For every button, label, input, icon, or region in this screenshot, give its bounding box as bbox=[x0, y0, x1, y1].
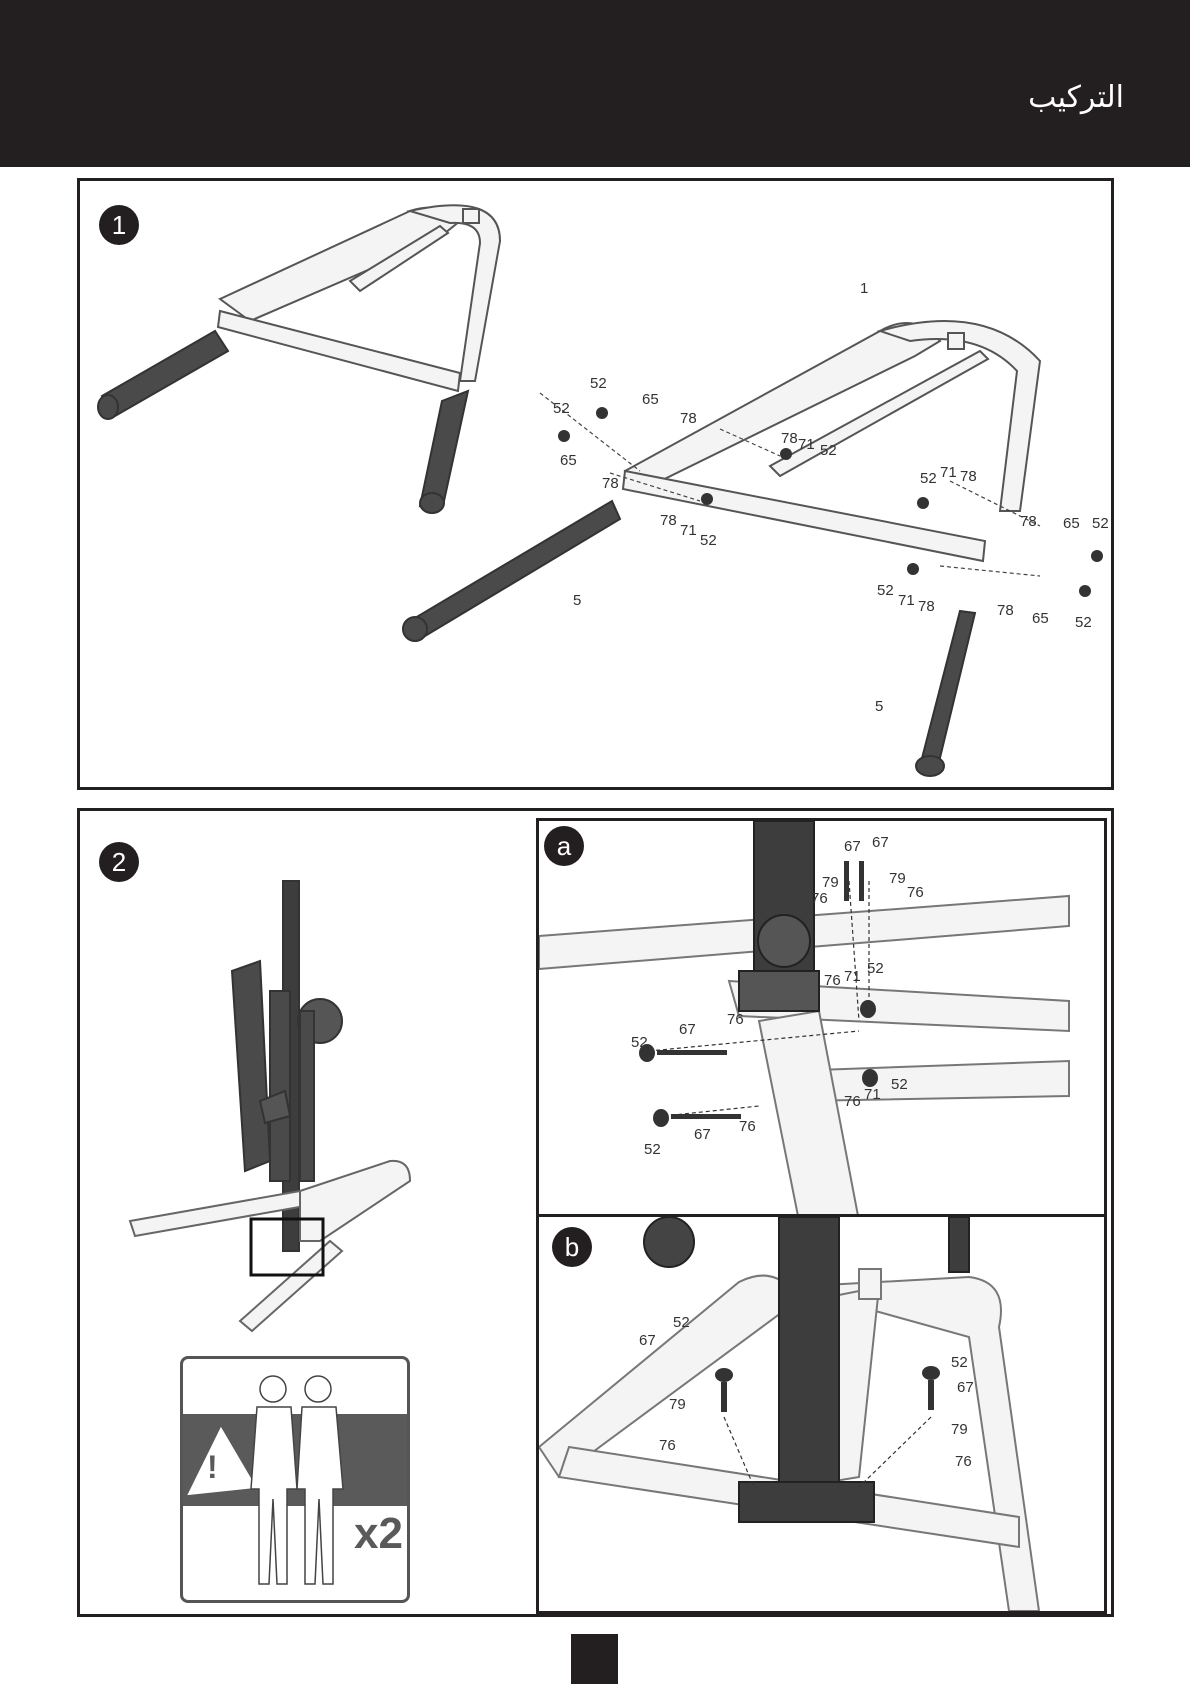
detail-a-panel: a bbox=[536, 818, 1107, 1224]
callout: 52 bbox=[891, 1076, 908, 1093]
callout: 71 bbox=[680, 522, 697, 539]
callout: 65 bbox=[560, 452, 577, 469]
callout: 67 bbox=[872, 834, 889, 851]
two-person-warning: ! x2 bbox=[180, 1356, 410, 1603]
callout: 71 bbox=[864, 1086, 881, 1103]
callout: 71 bbox=[844, 968, 861, 985]
step-1-panel: 1 bbox=[77, 178, 1114, 790]
callout: 1 bbox=[860, 280, 868, 297]
callout: 71 bbox=[940, 464, 957, 481]
step-2-overview bbox=[120, 861, 450, 1341]
callout: 76 bbox=[955, 1453, 972, 1470]
warning-exclamation: ! bbox=[207, 1449, 218, 1486]
callout: 78 bbox=[997, 602, 1014, 619]
warning-multiplier: x2 bbox=[354, 1509, 403, 1559]
callout: 65 bbox=[1032, 610, 1049, 627]
assembled-legs bbox=[98, 331, 468, 513]
callout: 78 bbox=[918, 598, 935, 615]
step-1-illustration: 1 52 65 78 52 65 78 78 71 52 78 71 52 52… bbox=[80, 181, 1111, 787]
callout: 79 bbox=[951, 1421, 968, 1438]
detail-b-illustration: 52 67 79 76 52 67 79 76 bbox=[539, 1217, 1104, 1611]
callout: 52 bbox=[590, 375, 607, 392]
detail-b-panel: b bbox=[536, 1214, 1107, 1614]
callout: 79 bbox=[889, 870, 906, 887]
callout: 78 bbox=[781, 430, 798, 447]
callout: 71 bbox=[898, 592, 915, 609]
callout: 67 bbox=[844, 838, 861, 855]
callout: 52 bbox=[820, 442, 837, 459]
callout: 76 bbox=[727, 1011, 744, 1028]
callout: 76 bbox=[659, 1437, 676, 1454]
assembled-base-frame bbox=[218, 205, 500, 391]
callout: 78 bbox=[1020, 513, 1037, 530]
callout: 78 bbox=[960, 468, 977, 485]
callout: 78 bbox=[660, 512, 677, 529]
callout: 79 bbox=[669, 1396, 686, 1413]
callout: 67 bbox=[639, 1332, 656, 1349]
page-header: التركيب bbox=[0, 0, 1190, 167]
callout: 52 bbox=[951, 1354, 968, 1371]
callout: 52 bbox=[1092, 515, 1109, 532]
callout: 67 bbox=[694, 1126, 711, 1143]
callout: 76 bbox=[844, 1093, 861, 1110]
callout: 65 bbox=[642, 391, 659, 408]
step-2-panel: 2 ! x2 bbox=[77, 808, 1114, 1617]
page-number-tab bbox=[571, 1634, 618, 1684]
step-1-callouts: 1 52 65 78 52 65 78 78 71 52 78 71 52 52… bbox=[553, 280, 1109, 715]
callout: 67 bbox=[679, 1021, 696, 1038]
callout: 52 bbox=[644, 1141, 661, 1158]
callout: 65 bbox=[1063, 515, 1080, 532]
callout: 52 bbox=[631, 1034, 648, 1051]
callout: 52 bbox=[867, 960, 884, 977]
callout: 71 bbox=[798, 436, 815, 453]
callout: 52 bbox=[553, 400, 570, 417]
callout: 76 bbox=[907, 884, 924, 901]
callout: 52 bbox=[673, 1314, 690, 1331]
callout: 67 bbox=[957, 1379, 974, 1396]
callout: 5 bbox=[573, 592, 581, 609]
callout: 78 bbox=[680, 410, 697, 427]
callout: 76 bbox=[739, 1118, 756, 1135]
page-title: التركيب bbox=[1028, 80, 1124, 115]
callout: 52 bbox=[700, 532, 717, 549]
detail-a-illustration: 67 67 79 79 76 76 76 71 52 67 76 52 52 7… bbox=[539, 821, 1104, 1221]
callout: 52 bbox=[877, 582, 894, 599]
callout: 79 bbox=[822, 874, 839, 891]
callout: 76 bbox=[824, 972, 841, 989]
callout: 76 bbox=[811, 890, 828, 907]
callout: 52 bbox=[920, 470, 937, 487]
callout: 78 bbox=[602, 475, 619, 492]
callout: 52 bbox=[1075, 614, 1092, 631]
callout: 5 bbox=[875, 698, 883, 715]
